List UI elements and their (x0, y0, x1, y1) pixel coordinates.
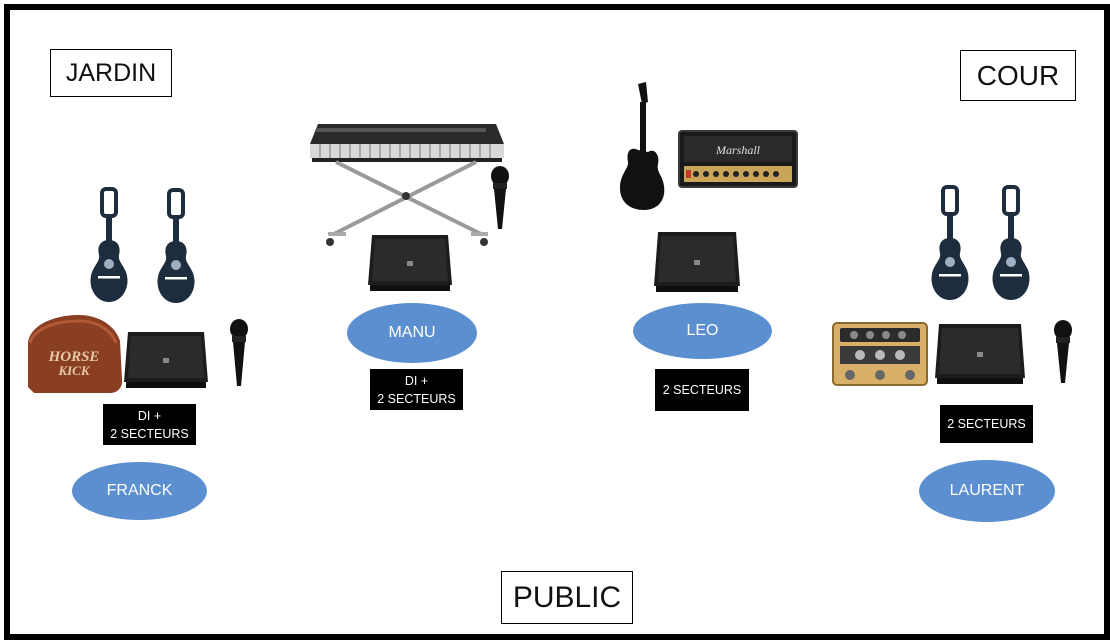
manu-needs-line2: 2 SECTEURS (377, 391, 456, 406)
franck-needs-line2: 2 SECTEURS (110, 426, 189, 441)
keyboard-icon (310, 124, 504, 246)
stage-monitor-icon (368, 235, 452, 291)
franck-needs-line1: DI + (137, 408, 162, 423)
stompbox-icon: HORSE KICK (28, 315, 123, 393)
acoustic-guitar-icon (157, 188, 195, 303)
electric-guitar-icon (620, 82, 665, 210)
leo-needs-line1: 2 SECTEURS (662, 383, 742, 397)
microphone-icon (1054, 320, 1072, 383)
stage-monitor-icon (654, 232, 740, 292)
effects-pedal-icon (832, 322, 928, 386)
jardin-label: JARDIN (50, 49, 172, 97)
musician-laurent: LAURENT (919, 460, 1055, 522)
acoustic-guitar-icon (90, 187, 128, 302)
leo-needs: 2 SECTEURS (655, 369, 749, 411)
microphone-icon (491, 166, 509, 229)
microphone-icon (230, 319, 248, 386)
acoustic-guitar-icon (992, 185, 1030, 300)
public-label: PUBLIC (501, 571, 633, 624)
musician-leo: LEO (633, 303, 772, 359)
guitar-amp-head-icon: Marshall (678, 130, 798, 188)
laurent-needs: 2 SECTEURS (940, 405, 1033, 443)
laurent-needs-line1: 2 SECTEURS (947, 417, 1026, 431)
musician-manu: MANU (347, 303, 477, 363)
stompbox-brand-line1: HORSE (48, 349, 100, 365)
stompbox-brand-line2: KICK (57, 363, 90, 378)
acoustic-guitar-icon (931, 185, 969, 300)
stage-monitor-icon (935, 324, 1025, 384)
stage-monitor-icon (124, 332, 208, 388)
musician-franck: FRANCK (72, 462, 207, 520)
manu-needs: DI + 2 SECTEURS (370, 369, 463, 410)
amp-brand: Marshall (715, 143, 761, 157)
franck-needs: DI + 2 SECTEURS (103, 404, 196, 445)
stage-frame (4, 4, 1110, 640)
cour-label: COUR (960, 50, 1076, 101)
manu-needs-line1: DI + (404, 373, 429, 388)
